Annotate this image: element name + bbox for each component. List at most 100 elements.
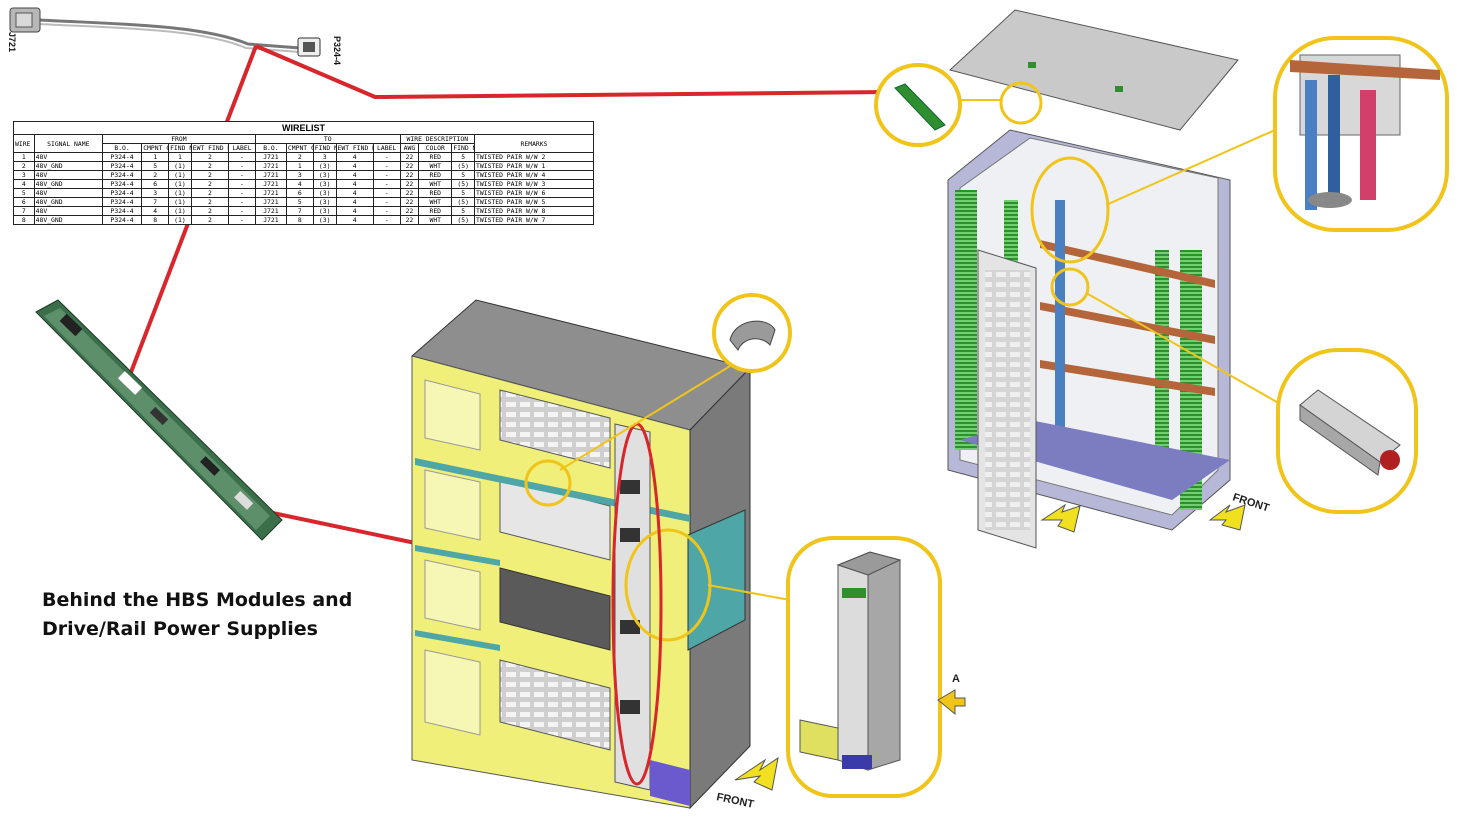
header-from-label: LABEL [228,143,256,153]
table-cell: TWISTED PAIR W/W 5 [474,197,594,207]
table-cell: RED [418,206,453,216]
header-to-bo: B.O. [254,143,287,153]
table-cell: 5 [285,197,314,207]
table-cell: (1) [168,161,192,171]
wirelist-table: WIRELIST WIRE NO. SIGNAL NAME FROM TO WI… [13,121,594,225]
table-cell: J721 [254,197,287,207]
table-cell: 4 [13,179,35,189]
table-cell: 2 [190,170,230,180]
table-cell: 3 [141,188,170,198]
table-cell: 48V [33,152,103,162]
table-cell: - [228,179,256,189]
arrow-a-label: A [952,673,960,685]
leader-line-frame-mid [1087,293,1283,406]
table-cell: (5) [451,179,476,189]
table-cell: 22 [399,206,420,216]
header-to-ewt: EWT FIND NO. [335,143,374,153]
table-cell: RED [418,188,453,198]
table-cell: 22 [399,188,420,198]
table-cell: 2 [190,215,230,225]
table-cell: (3) [312,206,337,216]
frame-top-detail-callout [1273,36,1449,232]
table-cell: - [228,152,256,162]
table-cell: (3) [312,188,337,198]
header-from-find: FIND NO. [168,143,192,153]
svg-text:FRONT: FRONT [715,791,755,811]
cable-assembly [9,7,321,57]
table-cell: TWISTED PAIR W/W 3 [474,179,594,189]
table-cell: 2 [190,161,230,171]
table-cell: 8 [13,215,35,225]
module-detail-callout [786,536,966,798]
front-arrow-frame: FRONT [1040,491,1271,533]
table-cell: 4 [335,206,374,216]
table-cell: TWISTED PAIR W/W 4 [474,170,594,180]
table-cell: 4 [285,179,314,189]
table-cell: 1 [141,152,170,162]
table-cell: 48V [33,206,103,216]
header-group-to: TO [254,134,401,144]
table-cell: P324-4 [101,161,143,171]
table-cell: P324-4 [101,170,143,180]
header-group-wire-desc: WIRE DESCRIPTION [399,134,476,144]
table-cell: 2 [285,152,314,162]
table-cell: P324-4 [101,179,143,189]
table-cell: J721 [254,152,287,162]
table-cell: 48V_GND [33,179,103,189]
highlight-ring-frame-mid [1050,267,1090,307]
table-cell: 22 [399,152,420,162]
table-cell: 6 [141,179,170,189]
main-cabinet-image [410,299,751,810]
table-cell: - [228,206,256,216]
table-cell: - [228,197,256,207]
table-cell: 1 [168,152,192,162]
table-cell: TWISTED PAIR W/W 7 [474,215,594,225]
table-cell: 4 [335,179,374,189]
table-cell: WHT [418,161,453,171]
table-cell: (1) [168,197,192,207]
table-cell: 1 [13,152,35,162]
table-cell: TWISTED PAIR W/W 2 [474,152,594,162]
caption-line-2: Drive/Rail Power Supplies [42,618,318,640]
wirelist-title-row: WIRELIST [13,121,594,135]
table-cell: (1) [168,215,192,225]
table-cell: 2 [190,197,230,207]
table-cell: 3 [13,170,35,180]
header-color: COLOR [418,143,453,153]
table-cell: 22 [399,197,420,207]
table-cell: 4 [335,170,374,180]
table-cell: 4 [335,215,374,225]
table-cell: 4 [141,206,170,216]
table-cell: J721 [254,179,287,189]
table-cell: P324-4 [101,206,143,216]
header-awg: AWG [399,143,420,153]
table-cell: 7 [285,206,314,216]
table-cell: 22 [399,179,420,189]
svg-text:P324-4: P324-4 [332,36,342,65]
table-cell: 22 [399,215,420,225]
header-group-from: FROM [101,134,256,144]
wirelist-title: WIRELIST [13,121,594,135]
table-cell: (3) [312,179,337,189]
caption-line-1: Behind the HBS Modules and [42,589,353,611]
table-cell: (3) [312,161,337,171]
table-cell: 6 [285,188,314,198]
table-cell: - [228,170,256,180]
table-cell: (5) [451,215,476,225]
table-cell: 8 [285,215,314,225]
table-cell: 7 [13,206,35,216]
table-cell: WHT [418,215,453,225]
table-cell: - [228,161,256,171]
table-cell: (3) [312,215,337,225]
table-cell: RED [418,170,453,180]
table-cell: RED [418,152,453,162]
table-cell: 48V_GND [33,161,103,171]
table-cell: (5) [451,161,476,171]
table-cell: P324-4 [101,152,143,162]
table-cell: TWISTED PAIR W/W 1 [474,161,594,171]
